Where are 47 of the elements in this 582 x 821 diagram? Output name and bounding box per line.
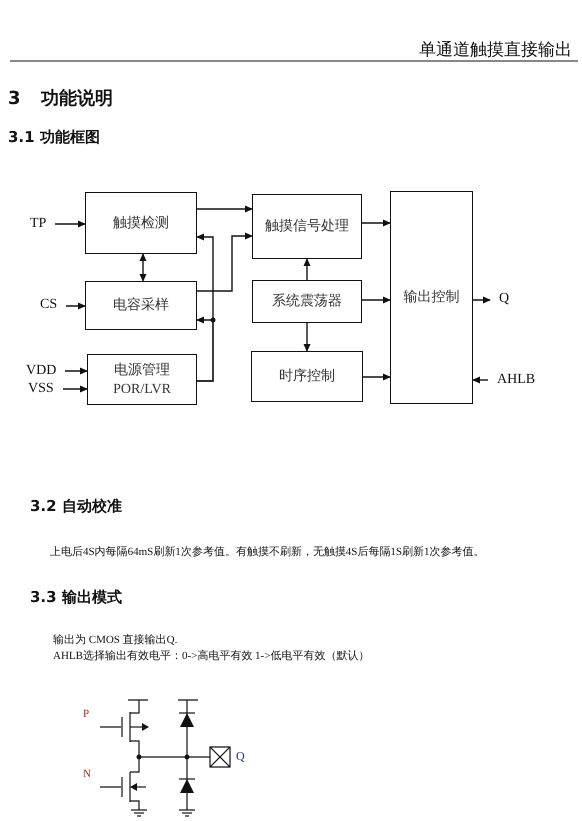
- arrow: [66, 302, 86, 310]
- function-block: [87, 354, 197, 405]
- arrow: [197, 206, 253, 212]
- paragraph: AHLB选择输出有效电平：0->高电平有效 1->低电平有效（默认）: [53, 648, 370, 663]
- pin-label: VSS: [28, 381, 54, 397]
- arrow: [304, 323, 310, 352]
- function-block: [252, 280, 362, 323]
- function-block: [390, 191, 473, 404]
- transistor-label: N: [83, 768, 91, 780]
- block-label: 电容采样: [112, 296, 170, 315]
- function-block: [85, 281, 197, 330]
- pin-label: TP: [30, 216, 46, 232]
- arrow: [55, 220, 86, 228]
- pin-label: VDD: [26, 363, 56, 379]
- arrow: [472, 376, 488, 384]
- section-heading: 3.3 输出模式: [30, 588, 122, 607]
- block-label: 输出控制: [404, 288, 460, 307]
- arrow: [362, 296, 391, 304]
- function-block: [252, 194, 362, 259]
- block-label: POR/LVR: [113, 380, 171, 398]
- arrow: [140, 253, 146, 282]
- function-block: [85, 192, 197, 254]
- arrow: [197, 232, 253, 292]
- arrow: [473, 296, 491, 304]
- paragraph: 输出为 CMOS 直接输出Q.: [53, 632, 178, 647]
- function-block: [251, 351, 363, 402]
- block-label: 电源管理: [114, 362, 170, 380]
- arrow: [304, 258, 310, 280]
- arrow: [196, 316, 214, 382]
- pin-label: CS: [40, 297, 58, 313]
- pin-label: Q: [499, 291, 510, 307]
- transistor-label: P: [83, 708, 90, 720]
- subtitle: 单通道触摸直接输出: [419, 39, 572, 61]
- section-heading: 3 功能说明: [8, 87, 113, 110]
- pin-label: Q: [236, 749, 245, 764]
- pin-label: AHLB: [497, 372, 536, 388]
- arrow: [362, 220, 391, 226]
- block-label: 时序控制: [279, 367, 335, 386]
- section-heading: 3.2 自动校准: [30, 497, 122, 516]
- arrow: [63, 386, 88, 392]
- block-label: 触摸检测: [112, 214, 170, 232]
- block-label: 系统震荡器: [272, 292, 342, 311]
- arrow: [65, 368, 88, 374]
- arrow: [363, 374, 391, 380]
- block-label: 触摸信号处理: [264, 218, 350, 236]
- paragraph: 上电后4S内每隔64mS刷新1次参考值。有触摸不刷新，无触摸4S后每隔1S刷新1次参考值。: [50, 544, 485, 559]
- section-heading: 3.1 功能框图: [8, 128, 100, 147]
